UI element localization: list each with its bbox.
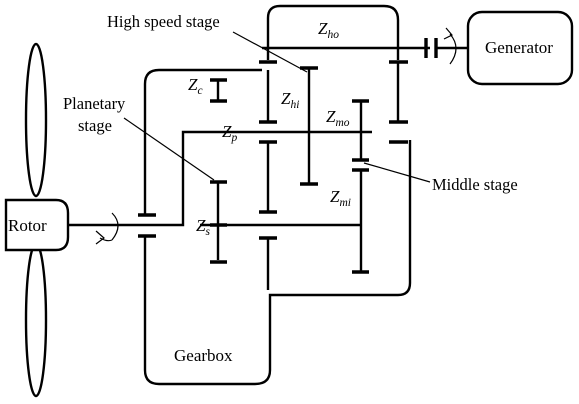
gear-label-zs: Zs <box>196 216 210 238</box>
rotor-label: Rotor <box>8 216 47 235</box>
upper-blade <box>24 42 48 198</box>
gearbox-label: Gearbox <box>174 346 233 365</box>
high-speed-stage-label: High speed stage <box>107 12 220 31</box>
gear-zmo <box>352 99 369 274</box>
gear-zhi <box>300 66 318 186</box>
brake-coupling <box>424 38 438 58</box>
ring-gear-zc <box>210 78 227 103</box>
gear-label-zc: Zc <box>188 75 203 97</box>
generator: Generator <box>466 10 574 86</box>
lower-blade <box>24 242 48 398</box>
middle-stage-label: Middle stage <box>432 175 518 194</box>
gear-label-zho: Zho <box>318 19 339 41</box>
planetary-leader <box>123 117 215 181</box>
middle-stage-leader <box>363 162 431 183</box>
planetary-stage-label-line2: stage <box>78 116 112 135</box>
planetary-carrier <box>138 130 372 238</box>
intermediate-housing-wall <box>259 60 277 290</box>
planet-gear-zp <box>210 180 227 264</box>
output-rotation-arrow-icon <box>443 27 457 65</box>
high-speed-leader <box>232 31 308 73</box>
generator-label: Generator <box>485 38 553 57</box>
gear-label-zhi: Zhi <box>281 89 299 111</box>
gear-label-zmi: Zmi <box>330 187 351 209</box>
planetary-stage-label-line1: Planetary <box>63 94 126 113</box>
input-rotation-arrow-icon <box>95 212 119 245</box>
output-bearings <box>389 60 408 144</box>
gear-label-zmo: Zmo <box>326 107 350 129</box>
gear-label-zp: Zp <box>222 122 237 144</box>
gearbox-housing: Gearbox <box>143 4 412 386</box>
rotor-hub: Rotor <box>4 198 70 252</box>
